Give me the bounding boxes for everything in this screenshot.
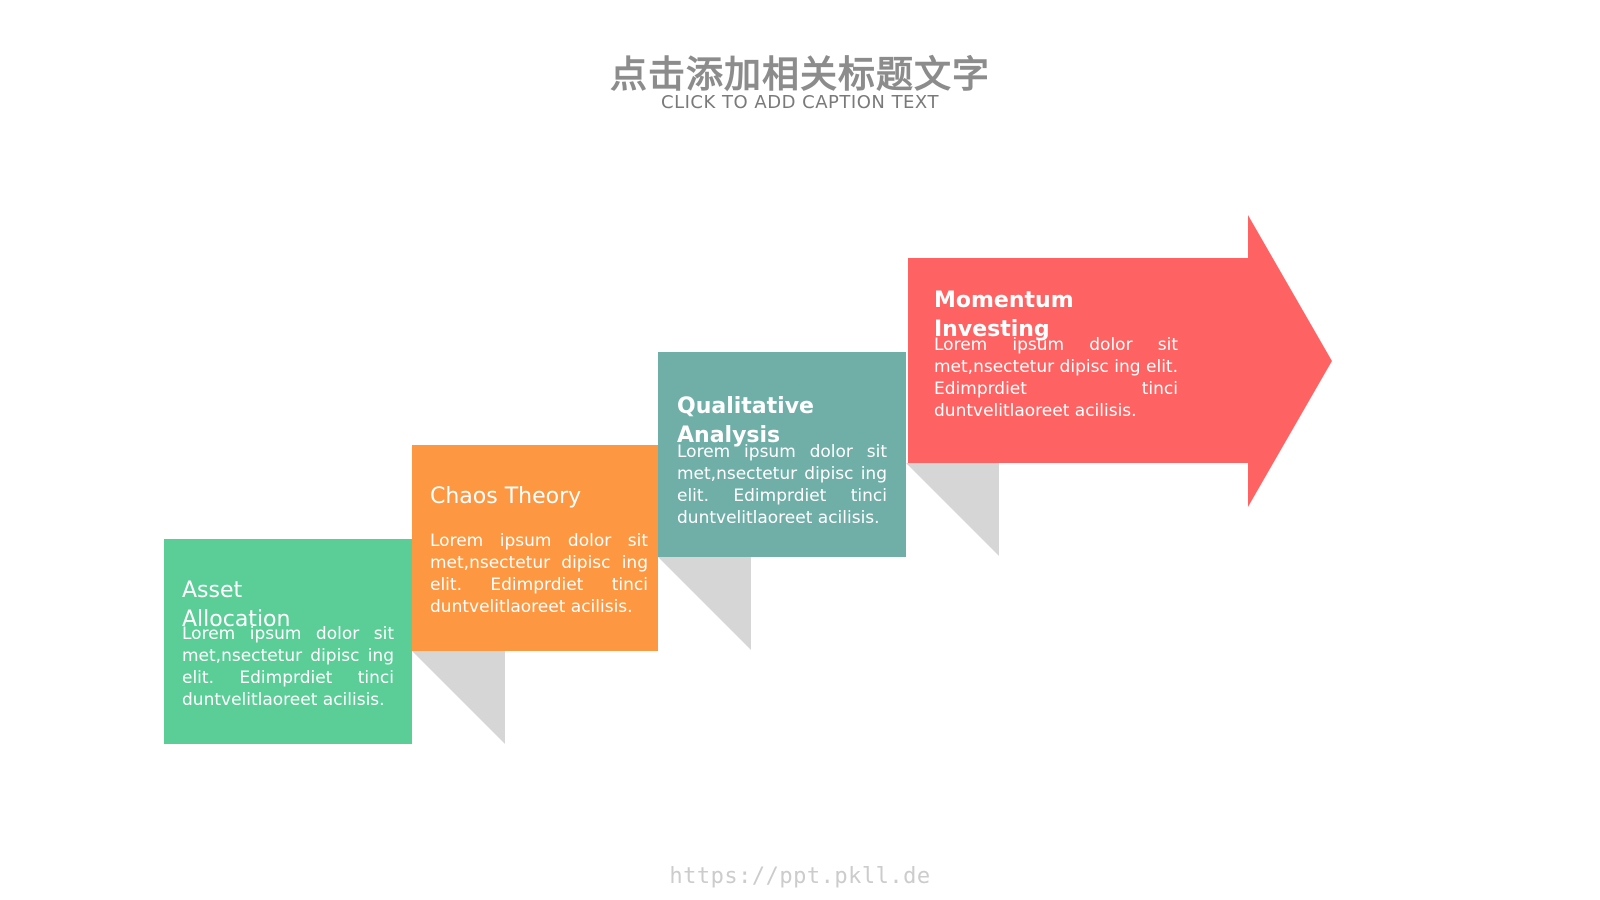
step-3-box[interactable]: Qualitative Analysis Lorem ipsum dolor s…	[658, 352, 906, 557]
step-4-description: Lorem ipsum dolor sit met,nsectetur dipi…	[934, 335, 1178, 421]
footer-url: https://ppt.pkll.de	[669, 864, 931, 889]
page-title: 点击添加相关标题文字	[610, 53, 990, 96]
step-1-title: Asset Allocation	[182, 578, 291, 632]
step-2-description: Lorem ipsum dolor sit met,nsectetur dipi…	[430, 531, 648, 617]
step-4-title: Momentum Investing	[934, 288, 1074, 342]
page-subtitle: CLICK TO ADD CAPTION TEXT	[661, 92, 939, 113]
step-4-arrow[interactable]	[908, 215, 1332, 507]
step-2-title: Chaos Theory	[430, 484, 582, 509]
fold-shadow-1	[412, 651, 505, 744]
step-3-description: Lorem ipsum dolor sit met,nsectetur dipi…	[677, 442, 887, 528]
step-2-box[interactable]: Chaos Theory Lorem ipsum dolor sit met,n…	[412, 445, 658, 651]
fold-shadow-2	[658, 557, 751, 650]
fold-shadow-3	[906, 463, 999, 556]
step-1-description: Lorem ipsum dolor sit met,nsectetur dipi…	[182, 624, 394, 710]
step-3-title: Qualitative Analysis	[677, 394, 814, 448]
step-1-box[interactable]: Asset Allocation Lorem ipsum dolor sit m…	[164, 539, 412, 744]
